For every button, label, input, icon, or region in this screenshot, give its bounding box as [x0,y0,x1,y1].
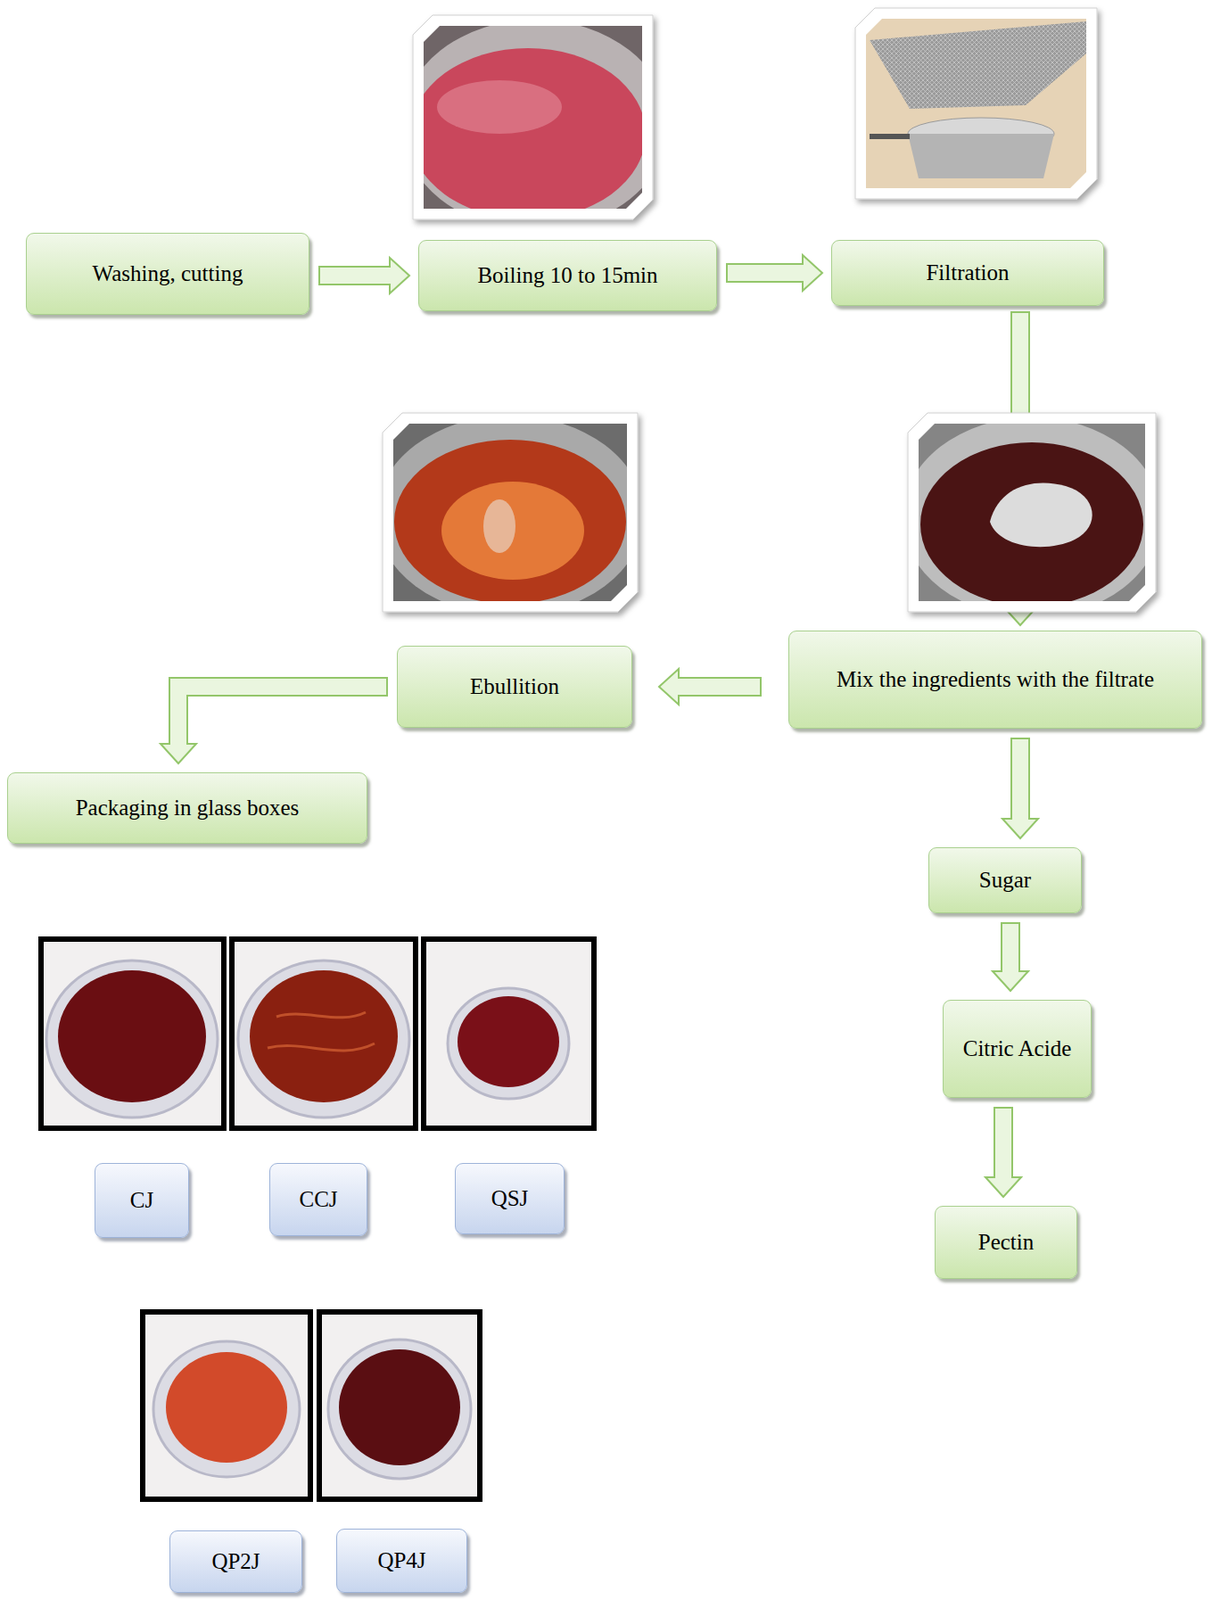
block-arrow [725,255,823,291]
jar-glass [153,1341,300,1477]
photo-frame [231,939,416,1129]
process-box: Sugar [928,847,1082,914]
box-text: Mix the ingredients with the filtrate [836,666,1155,693]
jar-photo [142,1311,311,1500]
jam-texture [267,1012,375,1051]
photo-ground [865,18,1087,189]
photo-frame [319,1311,480,1500]
jar-photo [423,939,594,1129]
jam [338,1349,461,1466]
arrow-fill [676,678,760,695]
arrow-head [1002,818,1039,839]
ebullition-photo [376,412,644,616]
process-box: Washing, cutting [25,232,310,315]
block-arrow [659,668,762,705]
arrow-head [659,668,679,705]
boiling-photo [401,15,669,231]
arrow-head [992,971,1029,991]
box-text: Ebullition [469,673,560,701]
box-text: Pectin [978,1228,1035,1256]
photo-frame [855,8,1097,199]
process-box: Citric Acide [942,999,1092,1098]
pot-body [907,133,1055,179]
sieve [869,21,1087,109]
box-text: Citric Acide [963,1035,1072,1063]
pot-handle [869,133,910,140]
process-box: Packaging in glass boxes [7,772,368,844]
box-text: QP2J [211,1548,260,1575]
highlight [436,80,562,134]
arrow-head [985,1177,1022,1197]
box-text: Boiling 10 to 15min [477,262,658,289]
arrow-head [389,257,410,294]
box-text: Sugar [979,866,1031,894]
block-arrow [985,1106,1022,1197]
arrow-fill [1002,923,1019,974]
jar-photo [231,939,416,1129]
jar-photo [319,1311,480,1500]
arrow-outline [178,686,388,744]
photo-frame [423,939,594,1129]
arrow-head [802,255,823,291]
sample-label-box: QSJ [454,1162,565,1235]
process-box: Filtration [831,239,1105,306]
glow [441,481,585,580]
block-arrow [318,257,410,294]
arrow-fill [995,1108,1012,1180]
liquid [394,439,627,604]
powder [989,482,1093,547]
jam [165,1352,288,1463]
arrow-fill [178,686,387,747]
filtration-photo [855,8,1097,199]
process-box: Pectin [934,1205,1078,1279]
jam [249,970,398,1103]
block-arrow [992,922,1029,991]
bubbles [483,499,516,553]
box-text: Packaging in glass boxes [75,794,300,822]
liquid [410,48,646,220]
pot-rim [376,415,644,616]
jar-glass [328,1339,471,1479]
block-arrow [160,686,388,764]
photo-frame [142,1311,311,1500]
process-box: Mix the ingredients with the filtrate [788,630,1203,729]
arrow-fill [320,267,393,284]
sample-label-box: QP4J [336,1528,468,1593]
box-text: QSJ [491,1185,529,1212]
process-box: Boiling 10 to 15min [418,239,718,312]
jar-glass [447,988,569,1099]
pot-rim [902,417,1162,618]
box-text: Washing, cutting [92,260,244,288]
arrow-head [160,743,197,764]
jar-glass [238,960,410,1118]
jar-glass [46,960,218,1118]
arrow-fill [1012,739,1029,822]
jam [457,996,560,1088]
block-arrow [1002,737,1039,839]
liquid [920,442,1144,607]
mix-photo [902,412,1162,618]
pot-rim [401,19,669,231]
jar-photo [41,939,224,1129]
sample-label-box: QP2J [169,1530,303,1593]
box-text: CJ [130,1187,154,1214]
box-text: CCJ [298,1186,338,1213]
box-text: Filtration [925,259,1009,287]
jam [57,970,207,1103]
process-box: Ebullition [396,645,633,728]
arrow-fill [727,264,806,281]
sample-label-box: CJ [94,1162,190,1238]
sample-label-box: CCJ [269,1162,368,1237]
box-text: QP4J [377,1547,426,1575]
photo-frame [41,939,224,1129]
